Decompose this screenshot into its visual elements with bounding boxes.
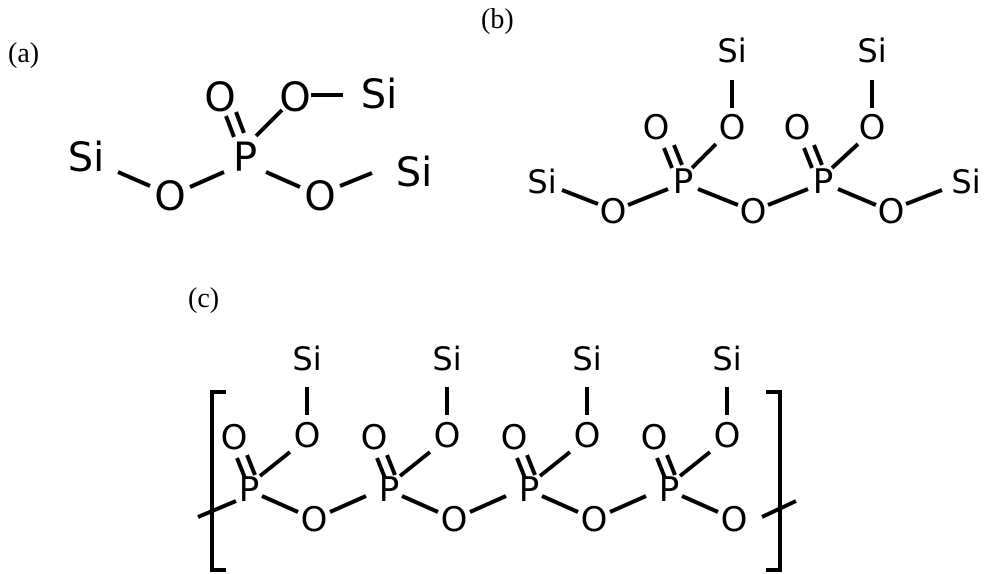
bond-b-o-si-right (905, 188, 943, 206)
atom-b-o-double2: O (784, 108, 811, 148)
bond-c-p3-double-1 (515, 457, 527, 479)
atom-a-o-double: O (204, 75, 235, 121)
atom-c-o-double-4: O (641, 418, 668, 458)
bond-c-o2-p3 (469, 494, 507, 514)
bracket-right (766, 390, 782, 572)
bond-b-p1-double-2 (672, 144, 684, 166)
bond-b-p2-double-1 (802, 147, 814, 169)
atom-c-si-1: Si (292, 340, 321, 378)
bond-c-o1-p2 (329, 494, 367, 514)
bond-a-p-o-double-2 (234, 111, 246, 134)
atom-c-o-side-4: O (714, 416, 741, 456)
bond-b-p1-o-top (690, 142, 718, 170)
atom-a-si-left: Si (68, 135, 105, 181)
atom-c-p3: P (519, 470, 540, 510)
bond-a-p-o-double-1 (224, 115, 236, 138)
atom-c-o-double-3: O (501, 418, 528, 458)
atom-c-o-double-1: O (221, 418, 248, 458)
bond-c-p1-double-1 (235, 457, 247, 479)
atom-c-o-double-2: O (361, 418, 388, 458)
atom-a-p: P (233, 135, 257, 181)
atom-c-si-4: Si (712, 340, 741, 378)
atom-b-o-right: O (878, 192, 905, 232)
atom-b-o-top1: O (719, 108, 746, 148)
atom-c-si-3: Si (572, 340, 601, 378)
atom-b-si-right: Si (951, 163, 980, 201)
bracket-left (210, 390, 226, 572)
bond-b-p2-double-2 (812, 144, 824, 166)
bond-a-o-si-right (339, 171, 373, 188)
bond-c-o3-p4 (609, 494, 647, 514)
bond-c-p2-double-2 (385, 454, 397, 476)
atom-b-p1: P (673, 162, 694, 202)
bond-c-p1-o1 (261, 494, 299, 514)
atom-c-p2: P (379, 470, 400, 510)
bond-b-o-p1 (627, 187, 669, 207)
bond-c-end-left (197, 499, 237, 519)
atom-c-o4: O (721, 500, 748, 540)
bond-b-p1-o-bridge (697, 187, 739, 207)
atom-b-o-top2: O (859, 108, 886, 148)
structure-c-polymer: P O O O Si P O O O Si P O O O Si P O O O… (197, 340, 797, 572)
atom-c-o-side-2: O (434, 416, 461, 456)
bond-b-p2-o-top (830, 142, 860, 170)
atom-c-o-side-1: O (294, 416, 321, 456)
atom-b-si-left: Si (527, 163, 556, 201)
structure-b: Si O P O P O Si O O Si O O Si (527, 32, 980, 232)
atom-c-o-side-3: O (574, 416, 601, 456)
bond-b-si-o-left (561, 188, 599, 206)
atom-b-o-double1: O (643, 108, 670, 148)
atom-a-si-top: Si (361, 72, 398, 118)
bond-a-si-o-left (117, 170, 151, 188)
atom-a-si-right: Si (396, 150, 433, 196)
bond-c-p1-o-side (258, 450, 292, 478)
atom-b-o-left: O (600, 192, 627, 232)
atom-c-p4: P (659, 470, 680, 510)
bond-c-p3-o-side (538, 450, 572, 478)
bond-a-p-o-top (254, 108, 284, 138)
atom-c-o3: O (581, 500, 608, 540)
atom-c-p1: P (239, 470, 260, 510)
bond-c-p4-double-2 (665, 454, 677, 476)
bond-a-o-p-left (189, 170, 225, 189)
atom-a-o-right: O (304, 174, 335, 220)
bond-b-o-bridge-p2 (767, 187, 809, 207)
atom-b-p2: P (813, 162, 834, 202)
bond-c-p4-o-side (678, 450, 712, 478)
bond-b-p1-double-1 (662, 147, 674, 169)
bond-c-p3-o3 (541, 494, 579, 514)
bond-c-p1-double-2 (245, 454, 257, 476)
bond-a-p-o-right (265, 170, 301, 189)
structure-a: Si O P O Si O O Si (68, 72, 433, 220)
bond-c-p3-double-2 (525, 454, 537, 476)
bond-c-p2-double-1 (375, 457, 387, 479)
atom-c-o2: O (441, 500, 468, 540)
atom-b-o-bridge: O (740, 192, 767, 232)
bond-c-p4-o4 (681, 494, 719, 514)
bond-c-p2-o2 (401, 494, 439, 514)
bond-b-p2-o-right (837, 187, 877, 207)
panel-c-label: (c) (188, 283, 219, 314)
atom-c-o1: O (301, 500, 328, 540)
atom-a-o-left: O (154, 174, 185, 220)
atom-c-si-2: Si (432, 340, 461, 378)
bond-c-p4-double-1 (655, 457, 667, 479)
atom-a-o-top: O (279, 75, 310, 121)
bond-c-p2-o-side (398, 450, 432, 478)
panel-a-label: (a) (8, 38, 39, 69)
panel-b-label: (b) (481, 4, 514, 35)
bond-c-end-right (761, 499, 797, 519)
atom-b-si-top2: Si (857, 32, 886, 70)
atom-b-si-top1: Si (717, 32, 746, 70)
